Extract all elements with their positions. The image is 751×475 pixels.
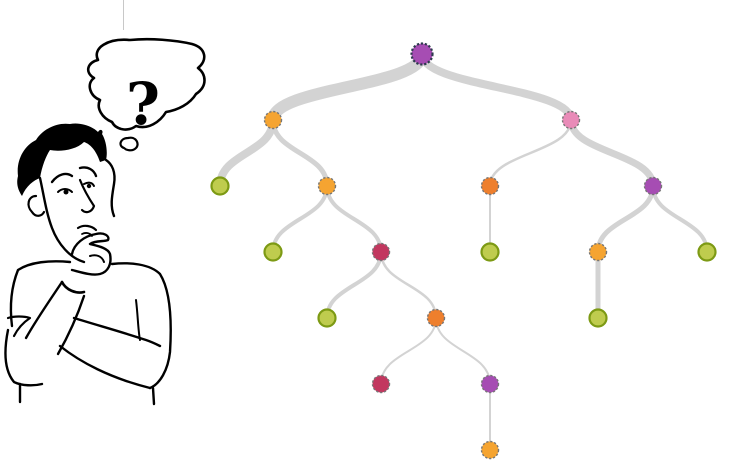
tree-edge	[380, 317, 437, 385]
thought-bubble: ?	[86, 37, 206, 152]
tree-edges	[216, 48, 709, 451]
tree-edge	[325, 250, 383, 320]
question-mark-icon: ?	[126, 70, 160, 138]
tree-leaf-node[interactable]	[263, 242, 283, 262]
tree-edge	[567, 116, 657, 190]
tree-leaf-node[interactable]	[697, 242, 717, 262]
tree-internal-node[interactable]	[643, 176, 663, 196]
tree-edge	[418, 50, 575, 124]
tree-leaf-node[interactable]	[480, 242, 500, 262]
tree-internal-node[interactable]	[317, 176, 337, 196]
tree-internal-node[interactable]	[371, 374, 391, 394]
tree-internal-node[interactable]	[561, 110, 581, 130]
tree-edge	[270, 117, 330, 189]
tree-edge	[216, 116, 277, 190]
tree-edge	[435, 317, 491, 385]
tree-edge	[271, 184, 329, 254]
tree-root-node[interactable]	[410, 42, 434, 66]
tree-leaf-node[interactable]	[588, 308, 608, 328]
tree-edge	[488, 118, 573, 188]
tree-leaf-node[interactable]	[317, 308, 337, 328]
tree-internal-node[interactable]	[263, 110, 283, 130]
tree-internal-node[interactable]	[371, 242, 391, 262]
tree-leaf-node[interactable]	[210, 176, 230, 196]
tree-internal-node[interactable]	[480, 440, 500, 460]
tree-edge	[267, 48, 428, 126]
tree-edge	[379, 250, 438, 320]
tree-nodes	[210, 42, 717, 460]
confused-man-icon	[4, 123, 172, 406]
tree-internal-node[interactable]	[426, 308, 446, 328]
tree-edge	[595, 183, 656, 255]
tree-internal-node[interactable]	[480, 374, 500, 394]
tree-edge	[651, 184, 709, 254]
tree-edge	[325, 184, 383, 254]
tree-internal-node[interactable]	[480, 176, 500, 196]
tree-internal-node[interactable]	[588, 242, 608, 262]
